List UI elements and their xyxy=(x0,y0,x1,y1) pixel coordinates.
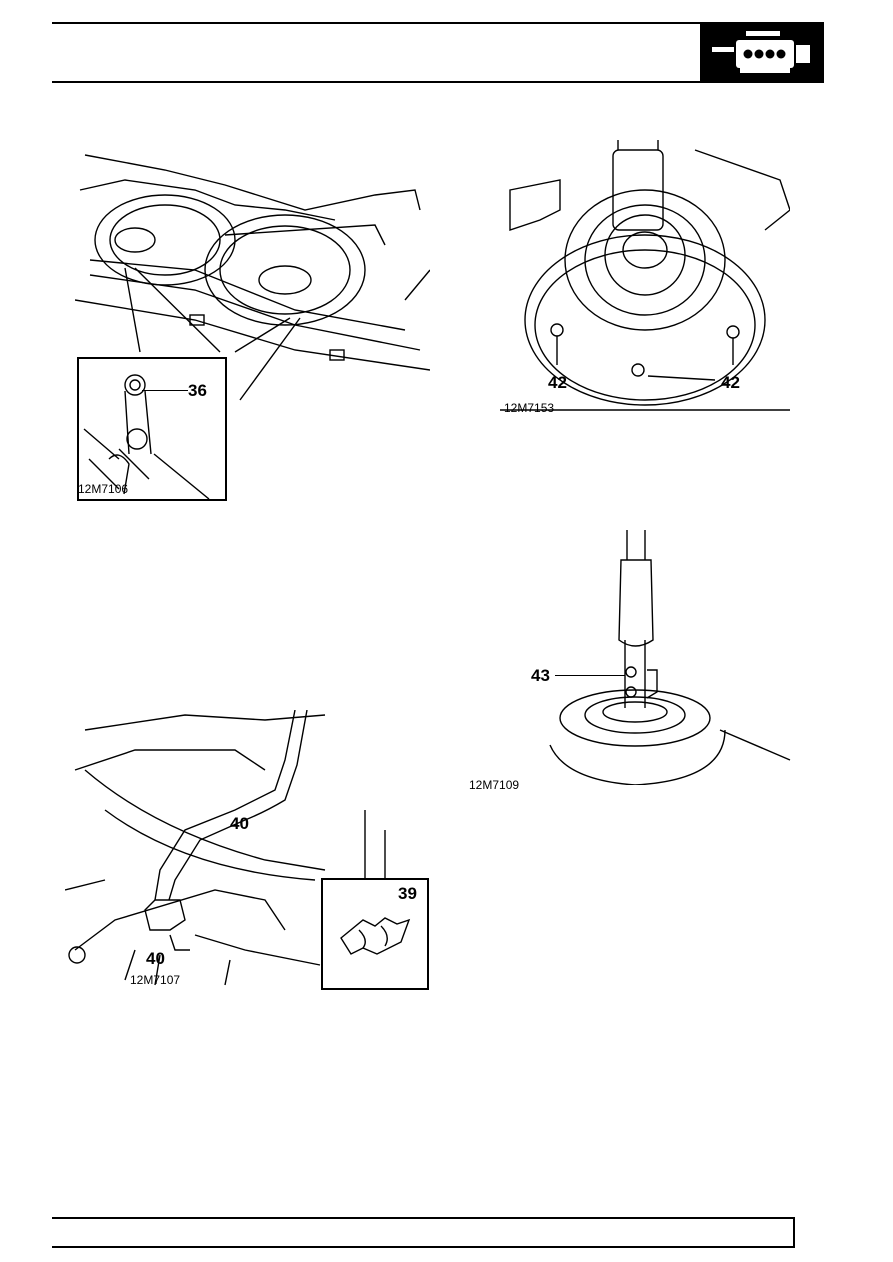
figure-gear-lever xyxy=(545,530,795,785)
callout-39: 39 xyxy=(398,884,417,903)
figure-code-12m7153: 12M7153 xyxy=(504,401,555,415)
callout-43: 43 xyxy=(531,666,550,685)
figure-clip-inset xyxy=(321,878,429,990)
footer-side-rule xyxy=(793,1217,795,1248)
figure-code-12m7107: 12M7107 xyxy=(130,973,181,987)
header-bottom-rule xyxy=(52,81,824,83)
figure-gaiter-nuts xyxy=(500,140,790,415)
callout-42-left: 42 xyxy=(548,373,567,392)
callout-36: 36 xyxy=(188,381,207,400)
footer-top-rule xyxy=(52,1217,794,1219)
callout-36-leader xyxy=(142,390,188,391)
callout-40-upper: 40 xyxy=(230,814,249,833)
figure-fan-inset xyxy=(77,357,227,501)
callout-42-right: 42 xyxy=(721,373,740,392)
figure-code-12m7109: 12M7109 xyxy=(469,778,520,792)
callout-43-leader xyxy=(555,675,625,676)
callout-40-lower: 40 xyxy=(146,949,165,968)
footer-bottom-rule xyxy=(52,1246,794,1248)
figure-fan-mounting xyxy=(75,150,430,500)
header-top-rule xyxy=(52,22,824,24)
figure-code-12m7106: 12M7106 xyxy=(78,482,129,496)
engine-icon xyxy=(700,23,824,83)
